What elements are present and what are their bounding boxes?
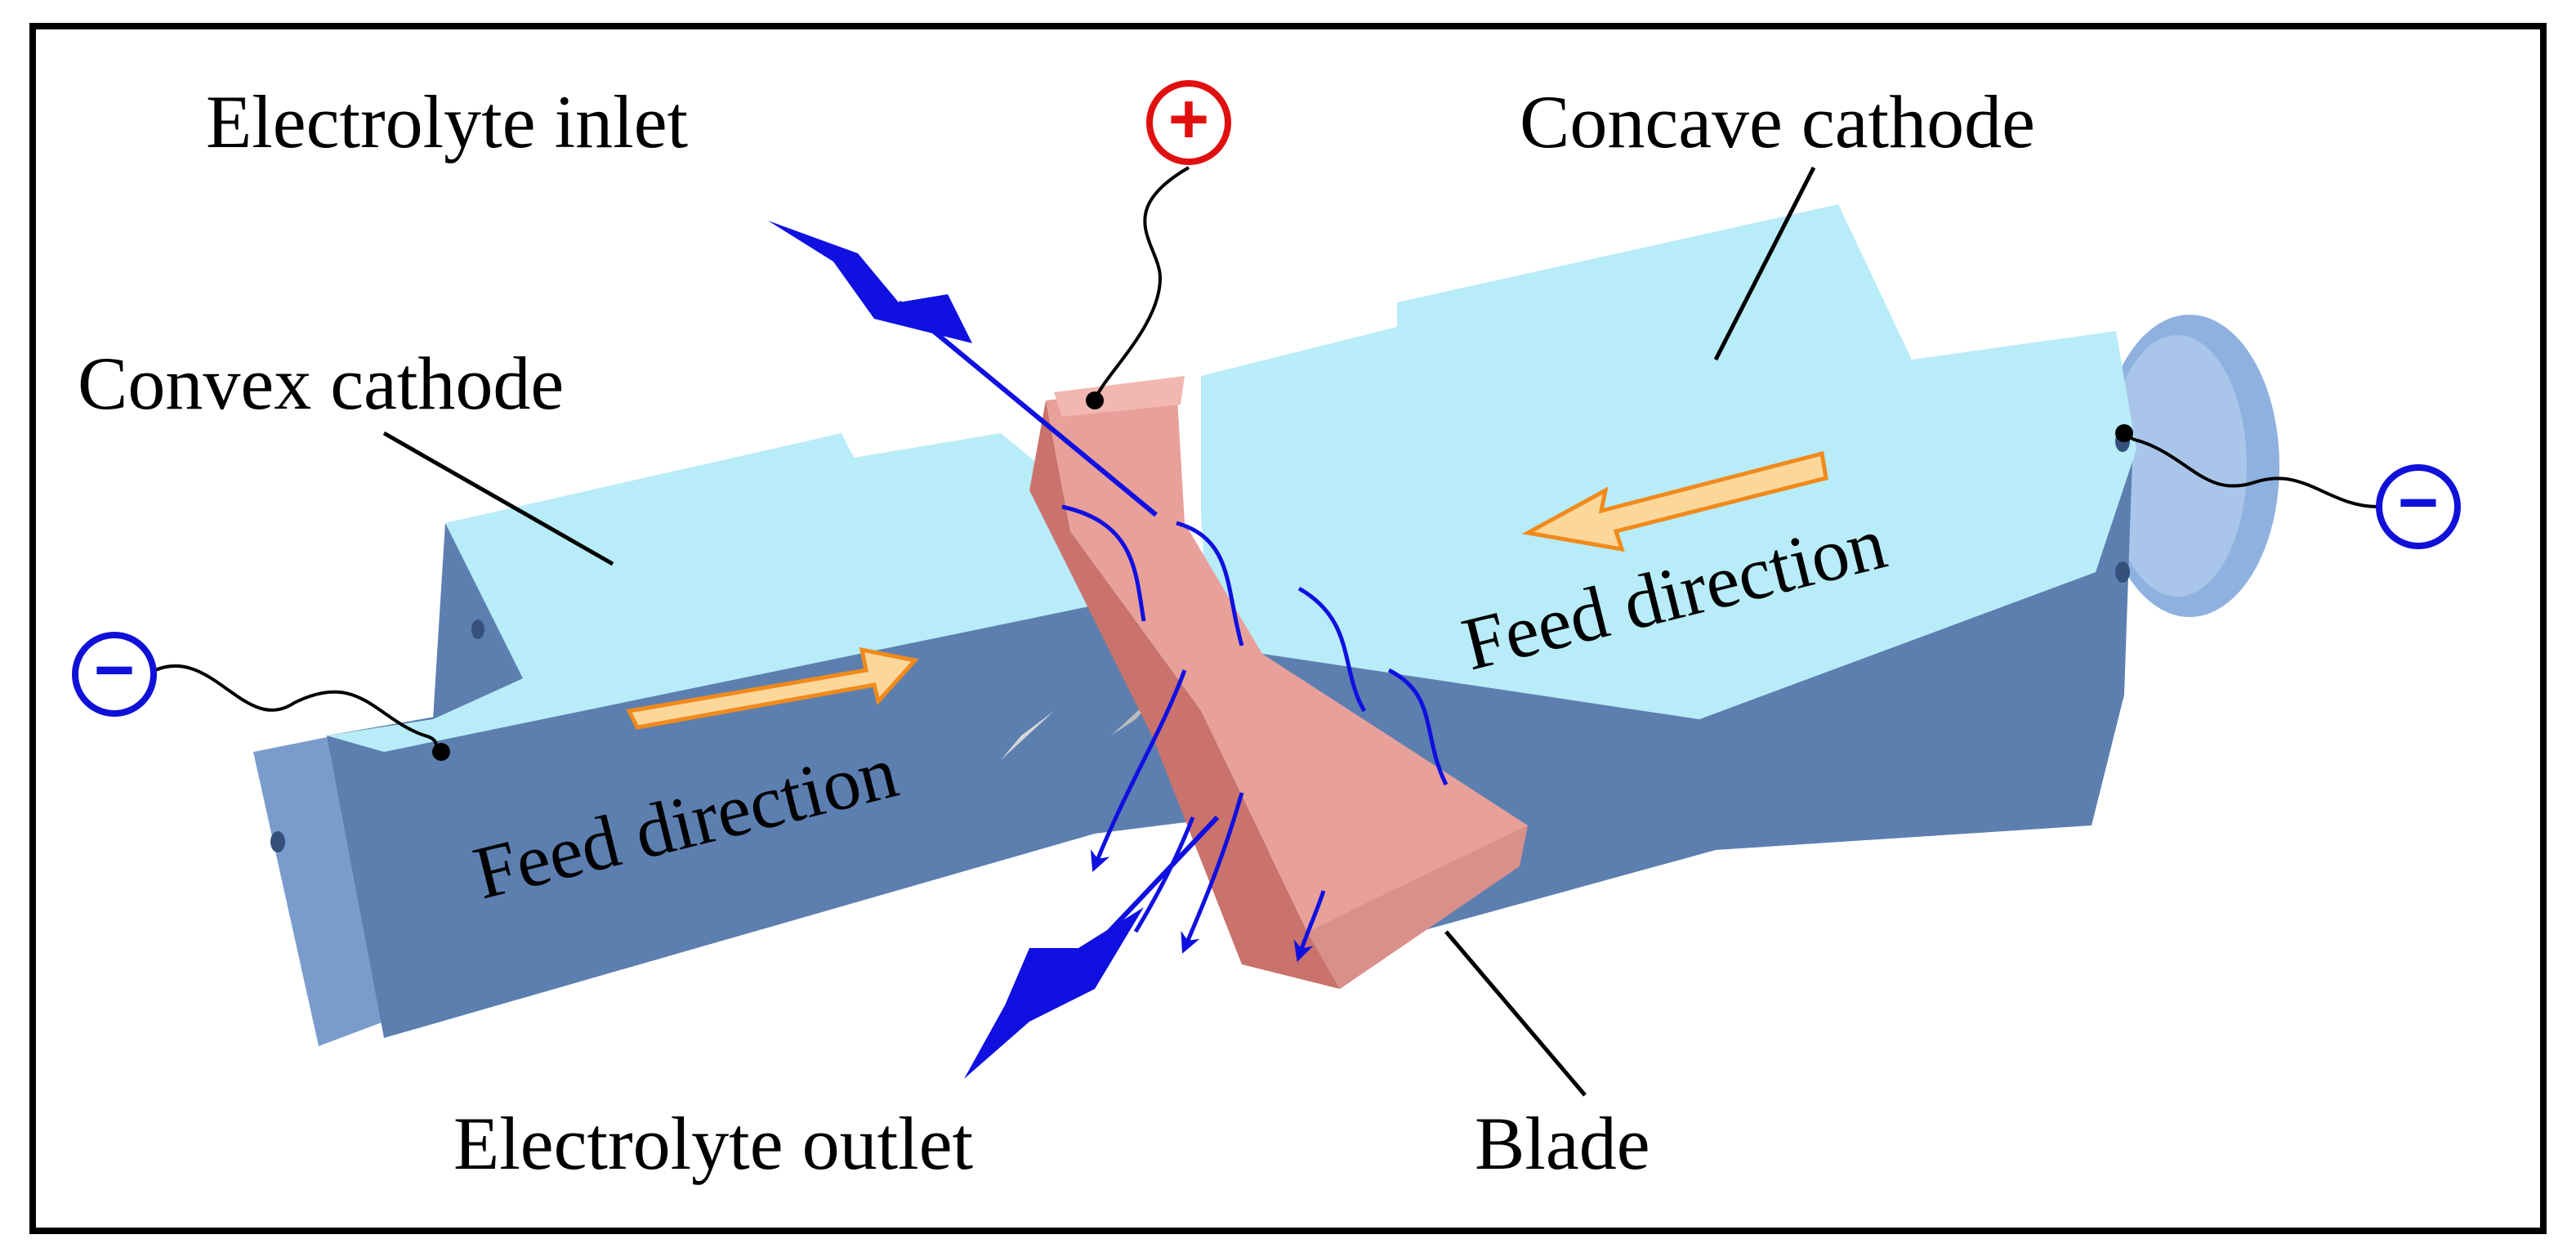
right-cathode-terminal: − [2376,463,2461,549]
electrolyte-outlet-arrow [964,815,1220,1079]
figure-frame [29,23,2547,1234]
convex-cathode-end-cap [253,736,384,1046]
left-cathode-terminal: − [72,631,157,717]
blade-label: Blade [1475,1102,1650,1185]
blade-bottom-plate [1307,825,1528,989]
convex-cathode-top-face [327,433,1176,752]
blade-body [1029,376,1528,989]
electrolyte-inlet-arrow [768,221,1158,517]
anode-symbol: + [1168,80,1209,159]
concave-cathode-top-face [1201,204,2136,719]
leader-lines [382,166,1816,1097]
terminal-wires [154,166,2378,754]
concave-cathode-label: Concave cathode [1520,80,2035,163]
feed-arrow-left [626,646,919,730]
convex-cathode-label: Convex cathode [78,342,564,425]
anode-terminal: + [1146,80,1231,165]
right-cathode-symbol: − [2398,463,2439,542]
electrolyte-flow-lines [1061,504,1449,963]
convex-cathode-body [253,433,1225,1046]
electrolyte-inlet-label: Electrolyte inlet [206,80,689,163]
blade-surface [1046,384,1528,932]
left-cathode-symbol: − [94,631,135,709]
feed-arrow-right [1521,450,1828,552]
electrolyte-outlet-label: Electrolyte outlet [453,1102,974,1185]
